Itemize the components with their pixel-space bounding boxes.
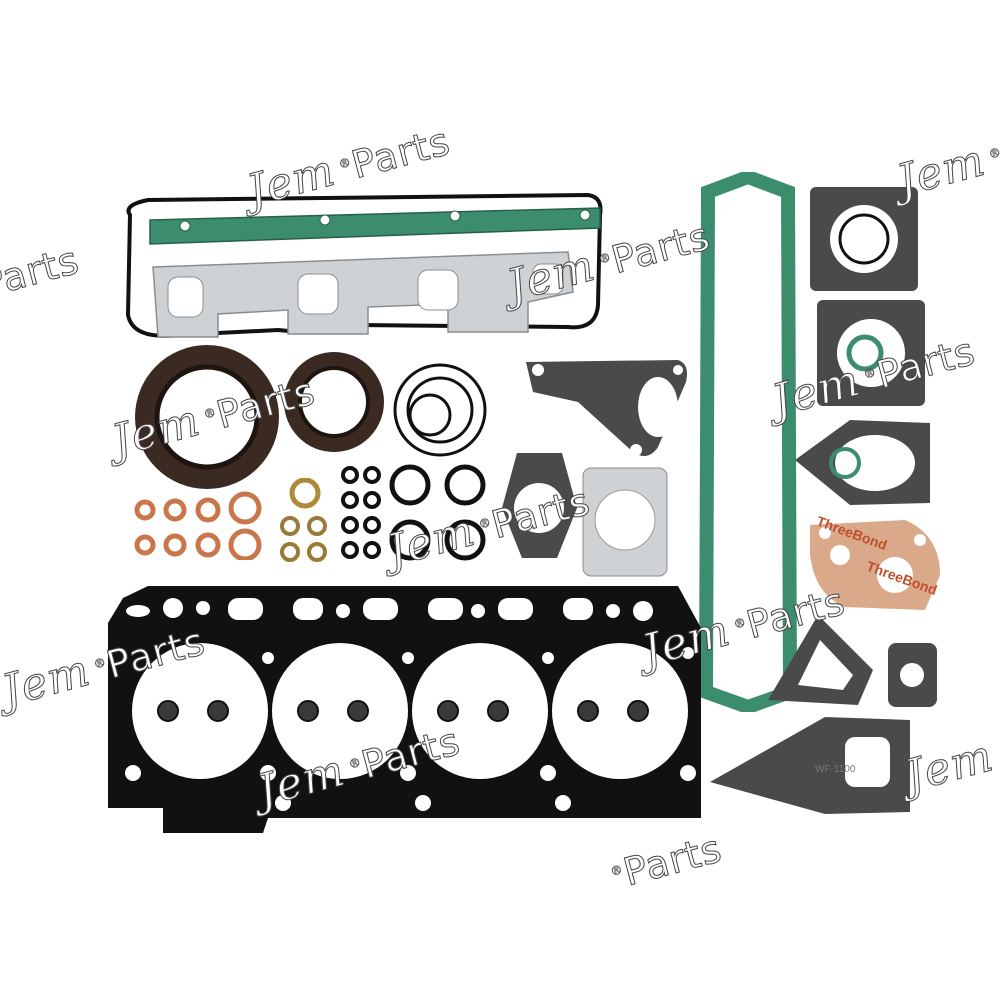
intake-manifold-gasket xyxy=(152,251,574,338)
front-crank-oil-seal xyxy=(284,352,384,452)
water-pump-gasket xyxy=(526,360,687,456)
gasket-print-label: WF-1100 xyxy=(815,764,856,775)
governor-cover-gasket xyxy=(795,420,930,505)
cylinder-head-gasket xyxy=(108,586,701,833)
fuel-pump-gasket-1 xyxy=(810,187,918,291)
intake-elbow-gasket xyxy=(582,467,668,577)
small-flange-gasket xyxy=(888,643,937,707)
watermark: Jem xyxy=(900,730,1000,803)
copper-washers xyxy=(134,491,262,560)
exhaust-manifold-gasket xyxy=(149,207,601,245)
fuel-pump-gasket-2 xyxy=(817,300,925,406)
timing-cover-gasket: WF-1100 xyxy=(710,717,910,814)
threebond-gasket xyxy=(810,520,940,610)
watermark: Parts xyxy=(0,237,84,307)
rear-crank-oil-seal xyxy=(135,345,279,489)
thermostat-gasket xyxy=(502,453,577,558)
o-ring-set xyxy=(341,363,487,561)
oil-cooler-gasket xyxy=(768,615,873,705)
bonded-seal-washers xyxy=(280,478,327,562)
